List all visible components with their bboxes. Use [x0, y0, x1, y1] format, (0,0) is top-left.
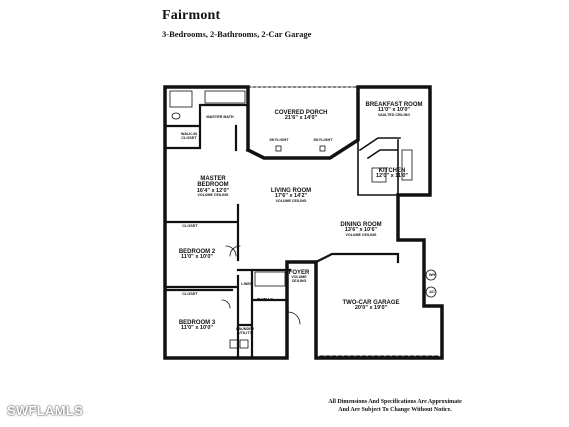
- mls-watermark: SWFLAMLS: [7, 403, 84, 418]
- room-foyer: FOYER VOLUME CEILING: [288, 270, 310, 284]
- room-kitchen: KITCHEN 12'0" x 11'0": [376, 168, 408, 180]
- dryer: [239, 339, 249, 349]
- label-bath-2: BATH 2: [257, 297, 273, 302]
- shower: [169, 90, 193, 108]
- room-master-bedroom: MASTER BEDROOM 16'4" x 12'0" VOLUME CEIL…: [196, 176, 230, 198]
- room-bedroom-3: BEDROOM 3 11'0" x 10'0": [178, 320, 216, 332]
- porch-column: [275, 145, 282, 152]
- plan-subtitle: 3-Bedrooms, 2-Bathrooms, 2-Car Garage: [162, 29, 312, 39]
- room-bedroom-2: BEDROOM 2 11'0" x 10'0": [178, 249, 216, 261]
- room-breakfast: BREAKFAST ROOM 11'0" x 10'0" VAULTED CEI…: [365, 102, 423, 118]
- label-closet-2: CLOSET: [182, 292, 198, 296]
- label-wh: WH: [428, 273, 436, 277]
- plan-title: Fairmont: [162, 8, 221, 23]
- kitchen-island: [371, 167, 387, 183]
- label-laundry: LAUNDRY UTILITY: [236, 327, 255, 336]
- tub: [204, 90, 246, 104]
- interior-walls: [163, 103, 292, 360]
- label-ac: AC: [429, 290, 435, 294]
- fridge: [401, 149, 413, 181]
- porch-column: [319, 145, 326, 152]
- door-swings: [221, 245, 301, 325]
- label-porch-left: SKYLIGHT: [269, 138, 289, 142]
- label-closet-1: CLOSET: [182, 224, 198, 228]
- label-walk-in-closet: WALK-IN CLOSET: [180, 132, 198, 141]
- disclaimer-line-1: All Dimensions And Specifications Are Ap…: [328, 399, 462, 405]
- room-dining: DINING ROOM 13'6" x 10'6" VOLUME CEILING: [340, 222, 382, 238]
- toilet: [171, 112, 181, 120]
- garage-wall: [314, 252, 400, 264]
- ac-unit: [425, 286, 437, 298]
- outer-wall: [163, 85, 444, 360]
- label-porch-right: SKYLIGHT: [313, 138, 333, 142]
- bath2-tub: [254, 271, 286, 287]
- label-master-bath: MASTER BATH: [206, 115, 234, 119]
- washer: [229, 339, 239, 349]
- room-covered-porch: COVERED PORCH 21'6" x 14'0": [274, 110, 328, 122]
- room-living: LIVING ROOM 17'6" x 14'2" VOLUME CEILING: [270, 188, 312, 204]
- wh-unit: [425, 269, 437, 281]
- room-garage: TWO-CAR GARAGE 20'0" x 19'0": [342, 300, 400, 312]
- label-linen: LINEN: [241, 282, 253, 286]
- disclaimer-line-2: And Are Subject To Change Without Notice…: [338, 407, 452, 414]
- disclaimer: All Dimensions And Specifications Are Ap…: [300, 398, 490, 414]
- kitchen-walls: [357, 137, 401, 196]
